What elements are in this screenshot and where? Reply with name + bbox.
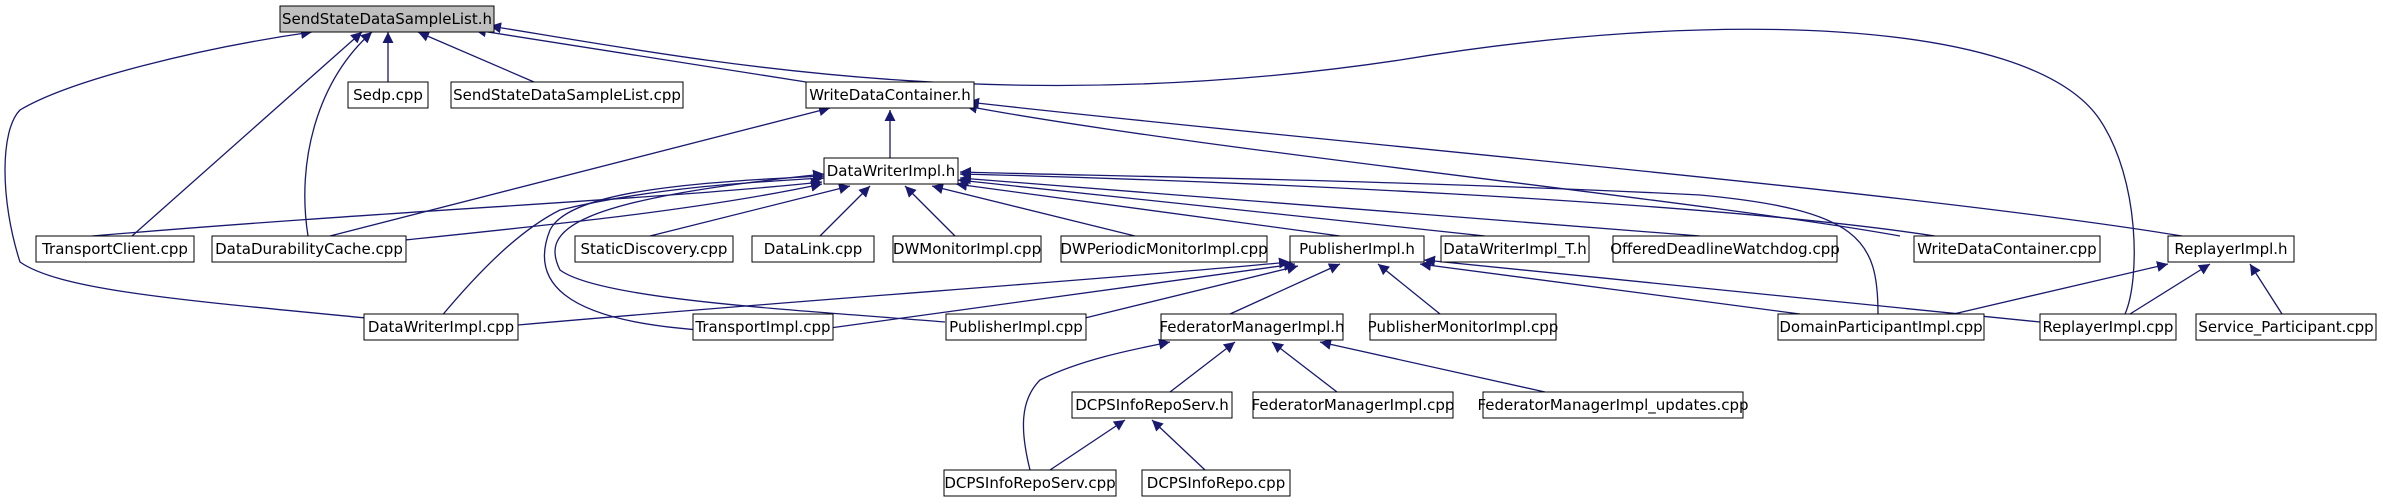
- svg-text:PublisherMonitorImpl.cpp: PublisherMonitorImpl.cpp: [1368, 318, 1559, 336]
- edge-dw-monitor-to-data-writer-h: [904, 185, 956, 237]
- svg-text:PublisherImpl.h: PublisherImpl.h: [1299, 240, 1415, 258]
- edge-replayer-impl-cpp-to-send-state-h: [489, 22, 2135, 315]
- node-service-participant-cpp[interactable]: Service_Participant.cpp: [2195, 313, 2377, 341]
- node-domain-participant-impl-cpp[interactable]: DomainParticipantImpl.cpp: [1777, 313, 1985, 341]
- edge-send-state-cpp-to-send-state-h: [417, 31, 535, 83]
- svg-text:OfferedDeadlineWatchdog.cpp: OfferedDeadlineWatchdog.cpp: [1610, 240, 1840, 258]
- edge-durability-cache-to-send-state-h: [304, 31, 373, 237]
- node-transport-impl-cpp[interactable]: TransportImpl.cpp: [692, 313, 834, 341]
- edge-replayer-impl-h-to-write-container-h: [967, 97, 2183, 237]
- edge-domain-participant-to-replayer-h: [1944, 261, 2169, 317]
- svg-text:WriteDataContainer.h: WriteDataContainer.h: [809, 86, 971, 104]
- edge-replayer-impl-cpp-to-replayer-h: [2129, 263, 2211, 315]
- node-static-discovery-cpp[interactable]: StaticDiscovery.cpp: [574, 235, 734, 263]
- svg-text:DataWriterImpl.cpp: DataWriterImpl.cpp: [368, 318, 514, 336]
- node-write-data-container-cpp[interactable]: WriteDataContainer.cpp: [1913, 235, 2101, 263]
- node-publisher-impl-cpp[interactable]: PublisherImpl.cpp: [945, 313, 1087, 341]
- edge-durability-cache-to-write-container-h: [329, 105, 831, 237]
- node-dcps-info-repo-serv-cpp[interactable]: DCPSInfoRepoServ.cpp: [943, 469, 1117, 497]
- edge-write-container-cpp-to-data-writer-h: [959, 168, 1936, 237]
- node-federator-manager-impl-cpp[interactable]: FederatorManagerImpl.cpp: [1252, 391, 1455, 419]
- svg-text:FederatorManagerImpl.cpp: FederatorManagerImpl.cpp: [1252, 396, 1455, 414]
- svg-text:DCPSInfoRepoServ.h: DCPSInfoRepoServ.h: [1075, 396, 1229, 414]
- edge-federator-cpp-to-federator-h: [1271, 341, 1338, 393]
- edge-transport-impl-to-publisher-h: [829, 260, 1296, 329]
- node-dw-periodic-monitor-impl-cpp[interactable]: DWPeriodicMonitorImpl.cpp: [1060, 235, 1268, 263]
- node-replayer-impl-cpp[interactable]: ReplayerImpl.cpp: [2039, 313, 2177, 341]
- svg-text:WriteDataContainer.cpp: WriteDataContainer.cpp: [1917, 240, 2096, 258]
- edge-data-writer-impl-cpp-to-send-state-h: [4, 28, 367, 319]
- svg-text:Sedp.cpp: Sedp.cpp: [353, 86, 423, 104]
- edge-static-discovery-to-data-writer-h: [649, 183, 851, 237]
- edge-data-writer-impl-cpp-to-publisher-h: [517, 257, 1291, 326]
- edge-dcps-repo-serv-h-to-federator-h: [1169, 341, 1236, 393]
- svg-text:ReplayerImpl.cpp: ReplayerImpl.cpp: [2043, 318, 2174, 336]
- edge-publisher-monitor-to-publisher-h: [1377, 263, 1441, 315]
- svg-text:DataWriterImpl.h: DataWriterImpl.h: [827, 162, 956, 180]
- edge-write-container-h-to-send-state-h: [474, 26, 807, 83]
- node-send-state-data-sample-list-h[interactable]: SendStateDataSampleList.h: [279, 5, 495, 33]
- node-dcps-info-repo-cpp[interactable]: DCPSInfoRepo.cpp: [1141, 469, 1291, 497]
- edge-offered-deadline-to-data-writer-h: [959, 173, 1701, 237]
- edge-data-writer-impl-t-to-data-writer-h: [957, 175, 1486, 237]
- node-federator-manager-impl-h[interactable]: FederatorManagerImpl.h: [1159, 313, 1345, 341]
- svg-text:Service_Participant.cpp: Service_Participant.cpp: [2198, 318, 2373, 337]
- node-federator-manager-impl-updates-cpp[interactable]: FederatorManagerImpl_updates.cpp: [1477, 391, 1749, 419]
- svg-text:TransportClient.cpp: TransportClient.cpp: [41, 240, 188, 258]
- node-transport-client-cpp[interactable]: TransportClient.cpp: [35, 235, 195, 263]
- edge-transport-impl-to-data-writer-h: [543, 171, 825, 331]
- svg-text:StaticDiscovery.cpp: StaticDiscovery.cpp: [581, 240, 728, 258]
- node-data-writer-impl-cpp[interactable]: DataWriterImpl.cpp: [363, 313, 519, 341]
- svg-text:DWPeriodicMonitorImpl.cpp: DWPeriodicMonitorImpl.cpp: [1060, 240, 1267, 258]
- edge-dcps-repo-serv-cpp-to-dcps-repo-serv-h: [1049, 419, 1126, 471]
- svg-text:PublisherImpl.cpp: PublisherImpl.cpp: [949, 318, 1083, 336]
- node-offered-deadline-watchdog-cpp[interactable]: OfferedDeadlineWatchdog.cpp: [1610, 235, 1840, 263]
- svg-text:DWMonitorImpl.cpp: DWMonitorImpl.cpp: [893, 240, 1041, 258]
- edge-durability-cache-to-data-writer-h: [404, 180, 823, 241]
- node-replayer-impl-h[interactable]: ReplayerImpl.h: [2167, 235, 2295, 263]
- node-data-durability-cache-cpp[interactable]: DataDurabilityCache.cpp: [211, 235, 407, 263]
- edge-domain-participant-to-data-writer-h: [959, 166, 1879, 315]
- edge-federator-h-to-publisher-h: [1229, 263, 1341, 315]
- svg-text:FederatorManagerImpl.h: FederatorManagerImpl.h: [1159, 318, 1344, 336]
- svg-text:ReplayerImpl.h: ReplayerImpl.h: [2174, 240, 2287, 258]
- node-write-data-container-h[interactable]: WriteDataContainer.h: [805, 81, 975, 109]
- edge-federator-updates-to-federator-h: [1319, 339, 1546, 393]
- svg-text:DataDurabilityCache.cpp: DataDurabilityCache.cpp: [215, 240, 403, 258]
- edge-transport-client-to-send-state-h: [131, 31, 363, 237]
- edge-transport-client-to-data-writer-h: [91, 177, 823, 237]
- edge-dcps-repo-serv-cpp-to-federator-h: [1022, 338, 1171, 471]
- edge-publisher-impl-cpp-to-publisher-h: [1084, 263, 1299, 319]
- svg-text:SendStateDataSampleList.h: SendStateDataSampleList.h: [282, 10, 492, 28]
- node-dcps-info-repo-serv-h[interactable]: DCPSInfoRepoServ.h: [1071, 391, 1233, 419]
- node-publisher-monitor-impl-cpp[interactable]: PublisherMonitorImpl.cpp: [1368, 313, 1559, 341]
- node-dw-monitor-impl-cpp[interactable]: DWMonitorImpl.cpp: [892, 235, 1042, 263]
- node-data-link-cpp[interactable]: DataLink.cpp: [751, 235, 875, 263]
- edge-domain-participant-to-publisher-h: [1419, 259, 1801, 315]
- edge-dw-periodic-monitor-to-data-writer-h: [931, 183, 1136, 237]
- node-data-writer-impl-t-h[interactable]: DataWriterImpl_T.h: [1440, 235, 1590, 263]
- svg-text:DataLink.cpp: DataLink.cpp: [764, 240, 863, 258]
- node-data-writer-impl-h[interactable]: DataWriterImpl.h: [823, 157, 959, 185]
- node-publisher-impl-h[interactable]: PublisherImpl.h: [1289, 235, 1425, 263]
- node-sedp-cpp[interactable]: Sedp.cpp: [347, 81, 429, 109]
- edge-publisher-impl-cpp-to-data-writer-h: [554, 169, 946, 323]
- svg-text:TransportImpl.cpp: TransportImpl.cpp: [694, 318, 830, 336]
- svg-text:FederatorManagerImpl_updates.c: FederatorManagerImpl_updates.cpp: [1477, 396, 1748, 415]
- svg-text:SendStateDataSampleList.cpp: SendStateDataSampleList.cpp: [453, 86, 681, 104]
- edge-write-container-cpp-to-write-container-h: [965, 102, 1901, 237]
- edge-data-link-to-data-writer-h: [819, 185, 871, 237]
- svg-text:DomainParticipantImpl.cpp: DomainParticipantImpl.cpp: [1779, 318, 1982, 336]
- svg-text:DataWriterImpl_T.h: DataWriterImpl_T.h: [1443, 240, 1586, 259]
- edge-replayer-impl-cpp-to-publisher-h: [1423, 255, 2041, 323]
- svg-text:DCPSInfoRepoServ.cpp: DCPSInfoRepoServ.cpp: [944, 474, 1115, 492]
- edge-dcps-repo-cpp-to-dcps-repo-serv-h: [1151, 419, 1206, 471]
- edge-service-participant-to-replayer-h: [2249, 263, 2283, 315]
- edge-publisher-impl-h-to-data-writer-h: [955, 180, 1341, 237]
- node-send-state-data-sample-list-cpp[interactable]: SendStateDataSampleList.cpp: [450, 81, 684, 109]
- svg-text:DCPSInfoRepo.cpp: DCPSInfoRepo.cpp: [1147, 474, 1285, 492]
